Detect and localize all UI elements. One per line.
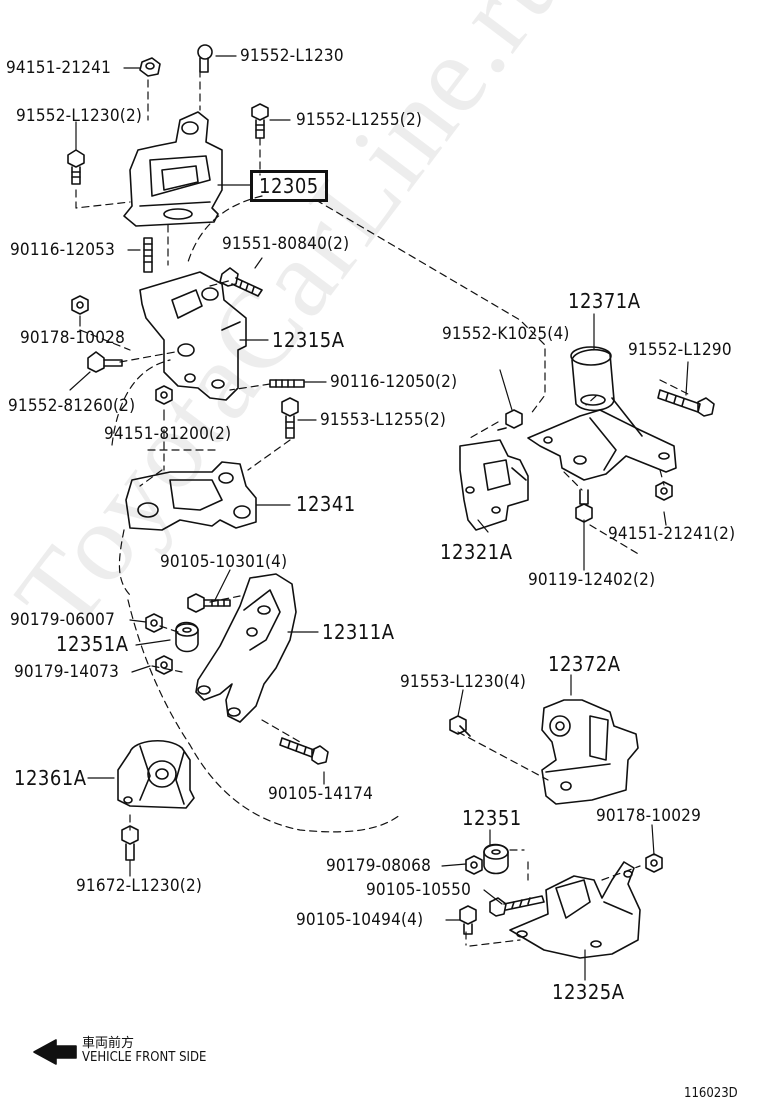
label-12321A: 12321A (440, 540, 513, 564)
label-91552-L1230-2: 91552-L1230(2) (16, 106, 143, 126)
stud-90116-12053 (143, 237, 153, 273)
label-91552-L1255-2: 91552-L1255(2) (296, 110, 423, 130)
part-12361A-mount (117, 739, 195, 809)
leader-lines (69, 55, 689, 981)
stud-90116-12050 (269, 379, 305, 388)
label-12325A: 12325A (552, 980, 625, 1004)
label-90105-10550: 90105-10550 (366, 880, 472, 900)
label-94151-21241-2: 94151-21241(2) (608, 524, 736, 544)
label-91551-80840-2: 91551-80840(2) (222, 234, 350, 254)
nut-94151-81200 (155, 385, 173, 405)
nut-90178-10028 (71, 295, 89, 315)
bolt-90105-10301 (187, 593, 231, 613)
front-side-jp-label: 車両前方 (82, 1036, 135, 1051)
bolt-91552-L1230-top (197, 44, 213, 73)
label-12315A: 12315A (272, 328, 345, 352)
label-12361A: 12361A (14, 766, 87, 790)
label-91672-L1230-2: 91672-L1230(2) (76, 876, 203, 896)
nut-94151-21241-2 (655, 481, 673, 501)
label-90105-10301-4: 90105-10301(4) (160, 552, 288, 572)
label-12351A: 12351A (56, 632, 129, 656)
nut-90179-06007 (145, 613, 163, 633)
part-12351-bushing (483, 843, 509, 875)
front-arrow-icon (33, 1039, 77, 1065)
label-12372A: 12372A (548, 652, 621, 676)
bolt-90119-12402 (575, 489, 593, 523)
label-12311A: 12311A (322, 620, 395, 644)
bolt-91552-L1230-left (67, 149, 85, 185)
part-12325A-bracket (509, 861, 641, 959)
label-94151-21241-top: 94151-21241 (6, 58, 112, 78)
label-90105-14174: 90105-14174 (268, 784, 374, 804)
label-94151-81200-2: 94151-81200(2) (104, 424, 232, 444)
bolt-90105-14174 (279, 737, 329, 765)
label-12351: 12351 (462, 806, 522, 830)
label-12305: 12305 (250, 170, 328, 202)
diagram-id: 116023D (684, 1086, 738, 1101)
part-12341-bracket (125, 461, 257, 531)
front-side-en-label: VEHICLE FRONT SIDE (82, 1050, 207, 1065)
bolt-91552-L1290 (657, 389, 715, 417)
part-12351A-bushing (175, 621, 199, 653)
label-90178-10028: 90178-10028 (20, 328, 126, 348)
label-91553-L1255-2: 91553-L1255(2) (320, 410, 447, 430)
label-90178-10029: 90178-10029 (596, 806, 702, 826)
part-12371A-mount (527, 346, 677, 481)
label-90105-10494-4: 90105-10494(4) (296, 910, 424, 930)
label-90116-12050-2: 90116-12050(2) (330, 372, 458, 392)
label-90179-08068: 90179-08068 (326, 856, 432, 876)
bolt-91552-L1255 (251, 103, 269, 139)
bolt-91672-L1230 (121, 825, 139, 861)
nut-90179-14073 (155, 655, 173, 675)
part-12372A-mount (541, 699, 639, 805)
label-12341: 12341 (296, 492, 356, 516)
label-91552-K1025-4: 91552-K1025(4) (442, 324, 570, 344)
part-12305-mount (123, 111, 223, 227)
label-90116-12053: 90116-12053 (10, 240, 116, 260)
nut-94151-21241-top (139, 57, 161, 77)
label-91552-L1290: 91552-L1290 (628, 340, 732, 360)
bolt-90105-10550 (489, 895, 545, 917)
label-12371A: 12371A (568, 289, 641, 313)
label-91553-L1230-4: 91553-L1230(4) (400, 672, 527, 692)
label-91552-81260-2: 91552-81260(2) (8, 396, 136, 416)
nut-90179-08068 (465, 855, 483, 875)
nut-90178-10029 (645, 853, 663, 873)
part-12321A-bracket (459, 439, 529, 531)
label-90179-06007: 90179-06007 (10, 610, 116, 630)
label-90179-14073: 90179-14073 (14, 662, 120, 682)
bolt-91552-81260 (87, 351, 123, 373)
bolt-91553-L1255 (281, 397, 299, 439)
label-91552-L1230-top: 91552-L1230 (240, 46, 344, 66)
label-90119-12402-2: 90119-12402(2) (528, 570, 656, 590)
bolt-90105-10494 (459, 905, 477, 935)
part-12315A-bracket (139, 271, 247, 401)
dashed-guides (75, 69, 691, 947)
bolt-91553-L1230 (449, 715, 471, 737)
part-12311A-bracket (195, 573, 297, 723)
bolt-91552-K1025 (497, 409, 523, 431)
